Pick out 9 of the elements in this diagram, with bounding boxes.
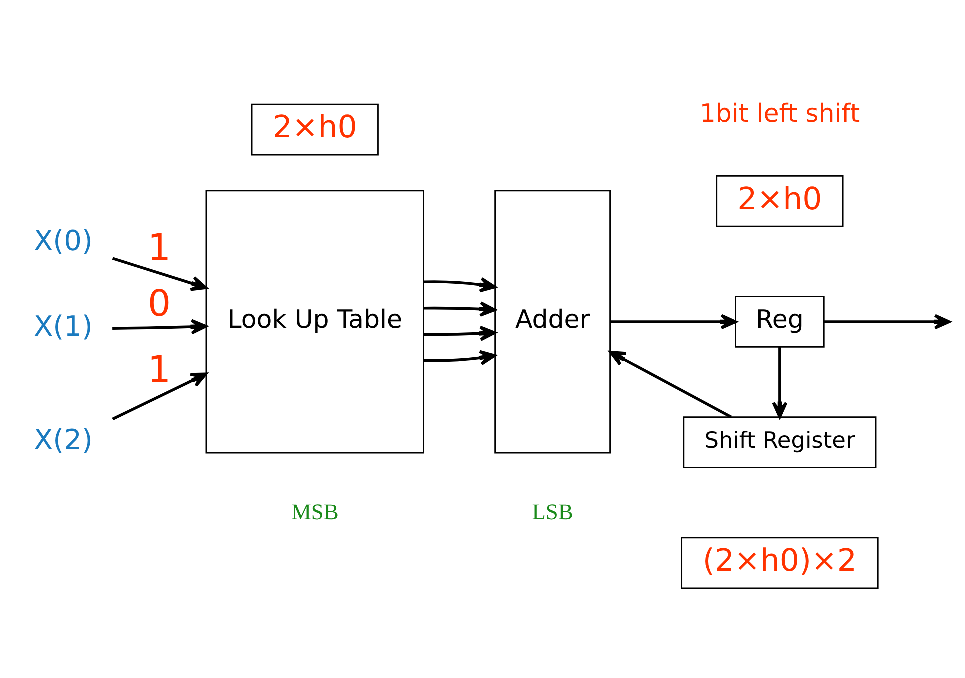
edge-label: 1 <box>148 225 172 268</box>
label: MSB <box>291 498 339 524</box>
node-text: X(1) <box>34 309 93 342</box>
edge-label: 1 <box>148 347 172 390</box>
node-text: X(2) <box>34 423 93 456</box>
edge-label: 0 <box>148 282 172 325</box>
node-text: X(0) <box>34 224 93 257</box>
label: LSB <box>532 498 574 524</box>
label: 1bit left shift <box>700 98 860 128</box>
